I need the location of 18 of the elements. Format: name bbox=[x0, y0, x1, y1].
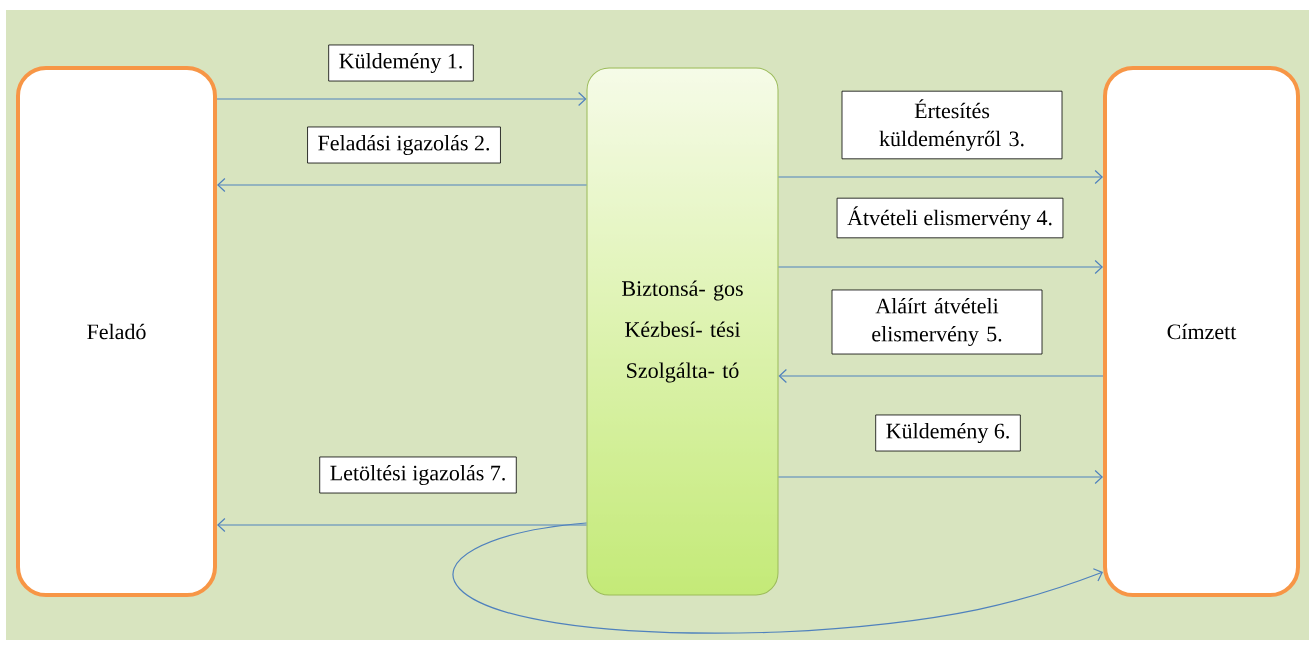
edge-label: Küldemény 1. bbox=[328, 44, 474, 82]
edge-label: Küldemény 6. bbox=[875, 414, 1021, 452]
arrow bbox=[778, 368, 1104, 384]
edge-label: Aláírt átvételi elismervény 5. bbox=[831, 289, 1043, 355]
arrow bbox=[217, 517, 588, 533]
party-box: Címzett bbox=[1103, 66, 1300, 597]
arrow bbox=[217, 177, 588, 193]
edge-label: Letöltési igazolás 7. bbox=[319, 456, 517, 494]
curved-arrow bbox=[452, 522, 1103, 634]
edge-label: Átvételi elismervény 4. bbox=[836, 197, 1064, 239]
service-box: Biztonsá- gos Kézbesí- tési Szolgálta- tó bbox=[586, 67, 779, 596]
edge-label: Értesítés küldeményről 3. bbox=[841, 90, 1063, 160]
edge-label: Feladási igazolás 2. bbox=[307, 126, 501, 164]
arrow bbox=[777, 169, 1103, 185]
party-box: Feladó bbox=[16, 66, 217, 597]
arrow bbox=[777, 259, 1103, 275]
arrow bbox=[216, 91, 587, 107]
arrow bbox=[777, 469, 1103, 485]
